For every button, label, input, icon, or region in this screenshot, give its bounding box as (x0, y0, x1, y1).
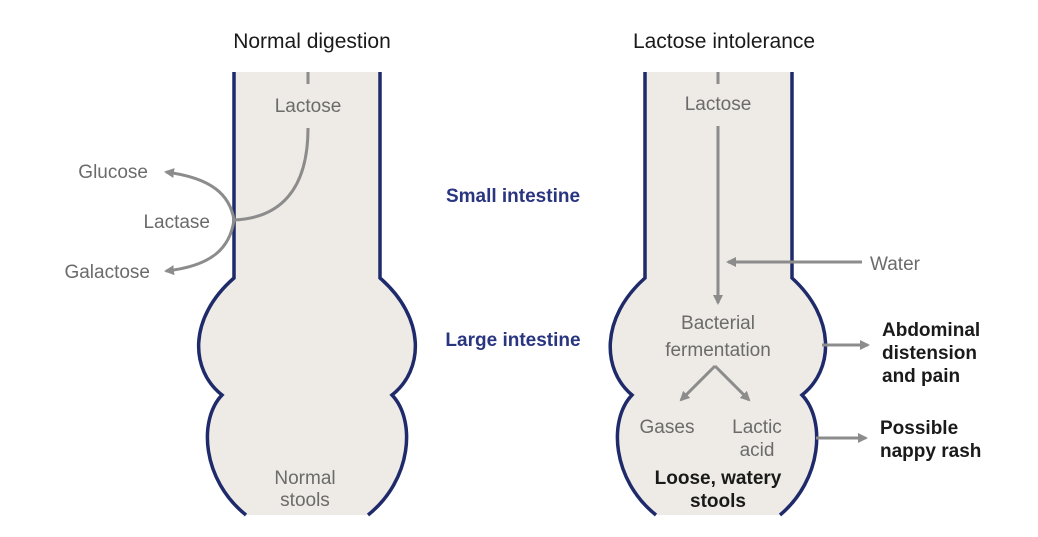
normal-arrows (164, 72, 310, 276)
gases-label: Gases (640, 417, 695, 438)
water-label: Water (870, 254, 921, 275)
intolerance-arrows (679, 72, 870, 443)
galactose-label: Galactose (64, 262, 150, 283)
normal-intestine (196, 72, 418, 517)
loose-stools-label-2: stools (690, 491, 746, 512)
lactic-acid-label: Lactic (732, 417, 782, 438)
lactase-label: Lactase (143, 212, 210, 233)
small-intestine-label: Small intestine (446, 186, 580, 207)
normal-intestine-fill (198, 72, 416, 515)
fermentation-label: Bacterial (681, 313, 755, 334)
fermentation-label-2: fermentation (665, 340, 771, 361)
glucose-arrow (164, 168, 236, 221)
normal-stools-label-2: stools (280, 490, 330, 511)
lactic-arrow (713, 364, 751, 402)
lactic-acid-label-2: acid (740, 440, 775, 461)
nappy-rash-label-2: nappy rash (880, 441, 981, 462)
intolerance-lactose-label: Lactose (685, 94, 752, 115)
intolerance-intestine-outline-right (778, 72, 828, 517)
abdominal-label-3: and pain (882, 366, 960, 387)
large-intestine-label: Large intestine (445, 330, 580, 351)
abdominal-label: Abdominal (882, 320, 980, 341)
galactose-arrow (164, 219, 236, 276)
lactose-to-lactase-curve (233, 127, 310, 222)
intolerance-intestine-outline-left (608, 72, 658, 517)
intolerance-title: Lactose intolerance (633, 30, 815, 53)
gases-arrow (679, 364, 717, 402)
normal-title: Normal digestion (233, 30, 391, 53)
abdominal-label-2: distension (882, 343, 977, 364)
loose-stools-label: Loose, watery (655, 468, 782, 489)
normal-intestine-outline-right (366, 72, 418, 517)
normal-intestine-outline-left (196, 72, 248, 517)
normal-stools-label: Normal (274, 468, 335, 489)
nappy-rash-label: Possible (880, 418, 958, 439)
normal-lactose-label: Lactose (275, 96, 342, 117)
glucose-label: Glucose (78, 162, 148, 183)
